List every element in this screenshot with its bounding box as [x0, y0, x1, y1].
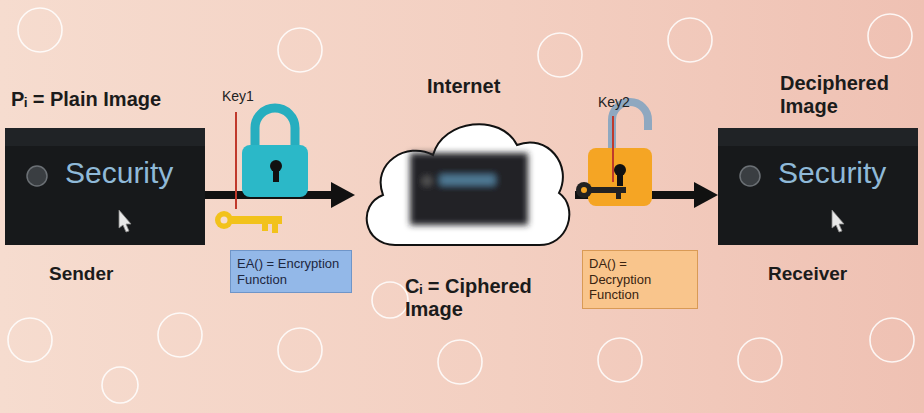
internet-cloud: InternetCᵢ = Ciphered Image — [355, 105, 575, 255]
screen-text: Security — [65, 156, 173, 191]
cloud-illustration — [355, 105, 575, 255]
background-circles — [438, 340, 482, 384]
screen-ground — [718, 128, 918, 245]
screen-text: Security — [778, 156, 886, 191]
cloud-outline — [367, 124, 570, 245]
background-circles — [8, 318, 52, 362]
key1-key — [232, 216, 282, 224]
background-circles — [372, 282, 408, 318]
decryption-lock — [588, 102, 652, 206]
background-circles — [18, 8, 62, 52]
key-label: Key1 — [222, 88, 254, 104]
encryption-lock — [273, 168, 279, 182]
ciphered-image — [410, 153, 528, 225]
node-caption: Sender — [49, 263, 113, 285]
deciphered-image: Deciphered ImageSecurityReceiver — [718, 128, 918, 245]
encryption-lock — [255, 108, 295, 148]
hand-cursor — [832, 210, 844, 232]
key1-key — [215, 211, 233, 229]
screen-icon — [740, 166, 760, 186]
key1-key — [215, 211, 282, 233]
background-circles — [868, 14, 912, 58]
background-circles — [598, 338, 642, 382]
key2-key — [576, 182, 592, 198]
background-circles — [870, 318, 914, 362]
hand-cursor — [119, 210, 131, 232]
node-heading: Deciphered Image — [780, 72, 900, 118]
box-text: DA() = Decryption Function — [589, 256, 691, 303]
background-circles — [538, 33, 582, 77]
ciphered-image — [410, 153, 528, 225]
cloud-heading: Internet — [427, 75, 500, 98]
decryption-function-box: DA() = Decryption Function — [582, 250, 698, 309]
arrow-head — [694, 182, 718, 208]
background-circles — [278, 28, 322, 72]
key1-key — [262, 224, 268, 231]
encryption-lock — [242, 145, 308, 197]
key1-key — [272, 224, 278, 233]
plain-image: Pᵢ = Plain ImageSecuritySender — [5, 128, 205, 245]
key2-key — [590, 187, 626, 193]
key2-key — [576, 182, 626, 199]
key2-key — [581, 187, 587, 193]
encryption-function-box: EA() = Encryption Function — [230, 250, 352, 293]
background-circles — [738, 338, 782, 382]
background-circles — [102, 367, 138, 403]
encryption-lock — [242, 108, 308, 197]
node-heading: Pᵢ = Plain Image — [11, 88, 161, 111]
key1-leader — [235, 112, 237, 209]
key2-key — [616, 193, 621, 199]
arrow-head — [331, 182, 355, 208]
screen-band — [718, 128, 918, 146]
decryption-lock — [617, 172, 623, 186]
ciphered-image — [440, 175, 495, 185]
node-caption: Receiver — [768, 263, 847, 285]
screen-ground — [5, 128, 205, 245]
background-circles — [158, 313, 202, 357]
ciphered-image — [422, 176, 432, 186]
key2-leader — [612, 116, 614, 182]
key-label: Key2 — [598, 94, 630, 110]
box-text: EA() = Encryption Function — [237, 256, 345, 287]
node-caption: Cᵢ = Ciphered Image — [405, 275, 555, 321]
screen-band — [5, 128, 205, 146]
decryption-lock — [588, 148, 652, 206]
background-circles — [278, 328, 322, 372]
key1-key — [221, 217, 228, 224]
screen-icon — [27, 166, 47, 186]
background-circles — [668, 18, 712, 62]
